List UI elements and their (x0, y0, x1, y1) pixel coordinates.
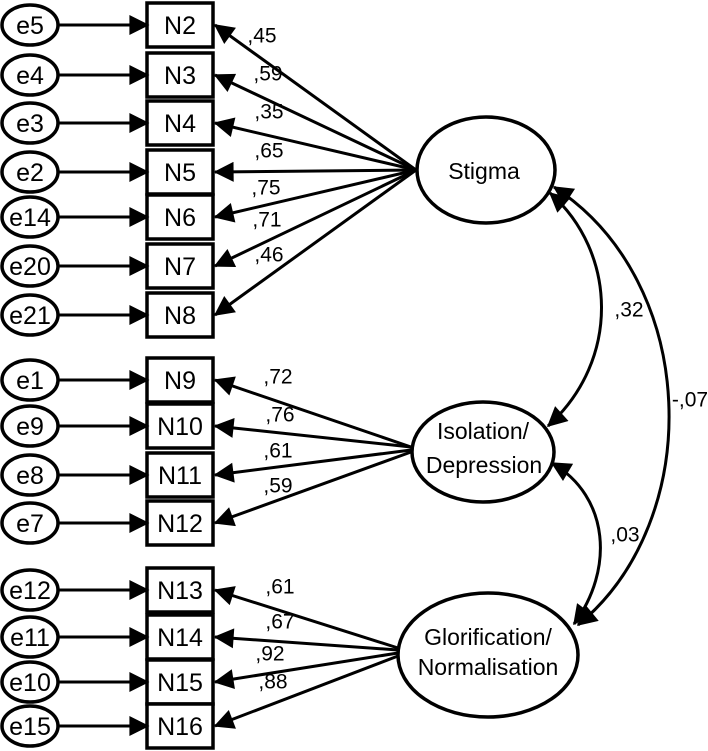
covariance-paths (546, 185, 671, 627)
latent-node-stigma (415, 115, 557, 225)
error-label: e1 (16, 367, 44, 395)
indicator-label: N6 (164, 204, 196, 232)
latent-labels: Stigma Isolation/ Depression Glorificati… (418, 158, 559, 680)
indicator-label: N11 (158, 462, 202, 490)
loading-label: ,61 (265, 576, 294, 599)
covariance-path-stigma-glorification (552, 185, 671, 627)
latent-nodes (396, 115, 580, 719)
indicator-box (145, 1, 215, 49)
loading-path (213, 117, 417, 172)
indicator-box (145, 566, 215, 614)
error-label: e21 (9, 302, 51, 330)
covariance-label-isolation-glorification: ,03 (610, 524, 639, 547)
error-label: e12 (9, 577, 51, 605)
loading-path (213, 168, 417, 223)
loading-label: ,59 (253, 63, 282, 86)
error-label: e10 (9, 669, 51, 697)
indicator-box (145, 356, 215, 404)
loading-label: ,46 (254, 244, 283, 267)
latent-label-glorification-line1: Glorification/ (424, 624, 552, 650)
error-paths (58, 15, 150, 736)
loading-label: ,76 (265, 404, 294, 427)
loading-labels: ,45 ,59 ,35 ,65 ,75 ,71 ,46 ,72 ,76 ,61 … (247, 25, 294, 694)
indicator-label: N15 (157, 669, 203, 697)
indicator-box (145, 499, 215, 547)
error-label: e14 (9, 204, 51, 232)
covariance-labels: ,32 ,03 -,07 (610, 299, 708, 547)
indicator-label: N14 (157, 624, 203, 652)
latent-node-glorification-normalisation (396, 591, 580, 719)
error-label: e5 (16, 12, 44, 40)
loading-path (213, 448, 412, 483)
loading-label: ,92 (255, 643, 284, 666)
error-label: e3 (16, 110, 44, 138)
loading-path (213, 168, 417, 268)
loading-label: ,75 (251, 177, 280, 200)
indicator-label: N4 (164, 110, 196, 138)
loading-path (213, 628, 399, 652)
covariance-path-isolation-glorification (550, 461, 602, 626)
indicator-label: N12 (157, 510, 203, 538)
loading-path (213, 161, 417, 182)
covariance-label-stigma-isolation: ,32 (614, 299, 643, 322)
indicator-box (145, 402, 215, 450)
loading-path (213, 450, 412, 527)
indicator-label: N10 (157, 413, 203, 441)
error-label: e8 (16, 462, 44, 490)
loading-label: ,35 (254, 101, 283, 124)
loading-path (213, 168, 417, 317)
covariance-path-stigma-isolation (546, 191, 603, 428)
loading-label: ,88 (258, 671, 287, 694)
indicator-label: N3 (164, 62, 196, 90)
loading-path (213, 418, 412, 449)
indicator-box (145, 451, 215, 499)
loading-label: ,45 (247, 25, 276, 48)
indicator-box (145, 291, 215, 339)
indicator-box (145, 242, 215, 290)
indicator-label: N8 (164, 302, 196, 330)
latent-node-isolation-depression (410, 400, 556, 504)
error-label: e11 (10, 624, 50, 652)
loading-label: ,67 (265, 611, 294, 634)
covariance-label-stigma-glorification: -,07 (672, 389, 708, 412)
indicator-box (145, 51, 215, 99)
loading-label: ,72 (263, 366, 292, 389)
loading-path (213, 376, 412, 449)
error-label: e4 (16, 62, 44, 90)
latent-label-glorification-line2: Normalisation (418, 654, 559, 680)
indicator-labels: N2 N3 N4 N5 N6 N7 N8 N9 N10 N11 N12 N13 … (157, 12, 203, 741)
error-labels: e5 e4 e3 e2 e14 e20 e21 e1 e9 e8 e7 e12 … (9, 12, 51, 741)
loading-label: ,65 (254, 140, 283, 163)
indicator-label: N2 (164, 12, 196, 40)
loading-path (213, 73, 417, 172)
indicator-label: N9 (164, 367, 196, 395)
loading-label: ,61 (263, 440, 292, 463)
error-label: e2 (16, 159, 44, 187)
indicator-label: N13 (157, 577, 203, 605)
loading-label: ,71 (252, 209, 281, 232)
indicator-boxes (145, 1, 215, 750)
error-label: e9 (16, 413, 44, 441)
indicator-label: N5 (164, 159, 196, 187)
indicator-label: N16 (157, 713, 203, 741)
indicator-label: N7 (164, 253, 196, 281)
loading-paths (213, 23, 417, 729)
latent-label-isolation-line1: Isolation/ (437, 418, 530, 444)
latent-label-stigma: Stigma (448, 158, 520, 184)
loading-path (213, 654, 399, 729)
loading-path (213, 651, 399, 689)
loading-path (213, 23, 417, 172)
error-label: e7 (16, 510, 44, 538)
latent-label-isolation-line2: Depression (426, 452, 542, 478)
error-label: e15 (9, 713, 51, 741)
loading-label: ,59 (263, 475, 292, 498)
error-label: e20 (9, 253, 51, 281)
loading-path (213, 586, 399, 650)
